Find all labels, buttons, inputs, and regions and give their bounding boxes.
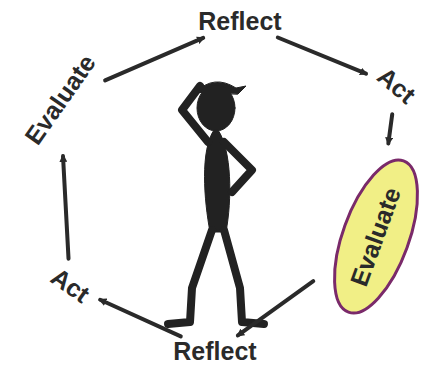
cycle-arrow	[278, 38, 366, 74]
step-label: Evaluate	[17, 47, 104, 153]
cycle-word: Reflect	[170, 337, 259, 367]
step-label: Reflect	[170, 337, 259, 367]
cycle-arrow	[63, 156, 69, 259]
cycle-arrow	[388, 114, 392, 143]
cycle-word: Evaluate	[17, 47, 104, 153]
cycle-arrow	[105, 38, 203, 80]
cycle-arrow	[100, 300, 181, 337]
highlight-ellipse: Evaluate	[315, 147, 437, 326]
step-label: Reflect	[195, 7, 284, 37]
step-label: Act	[369, 60, 423, 112]
cycle-arrow	[238, 281, 313, 335]
step-label: Act	[43, 261, 98, 312]
cycle-word: Reflect	[195, 7, 284, 37]
cycle-word: Act	[43, 261, 98, 312]
cycle-word: Act	[369, 60, 423, 112]
